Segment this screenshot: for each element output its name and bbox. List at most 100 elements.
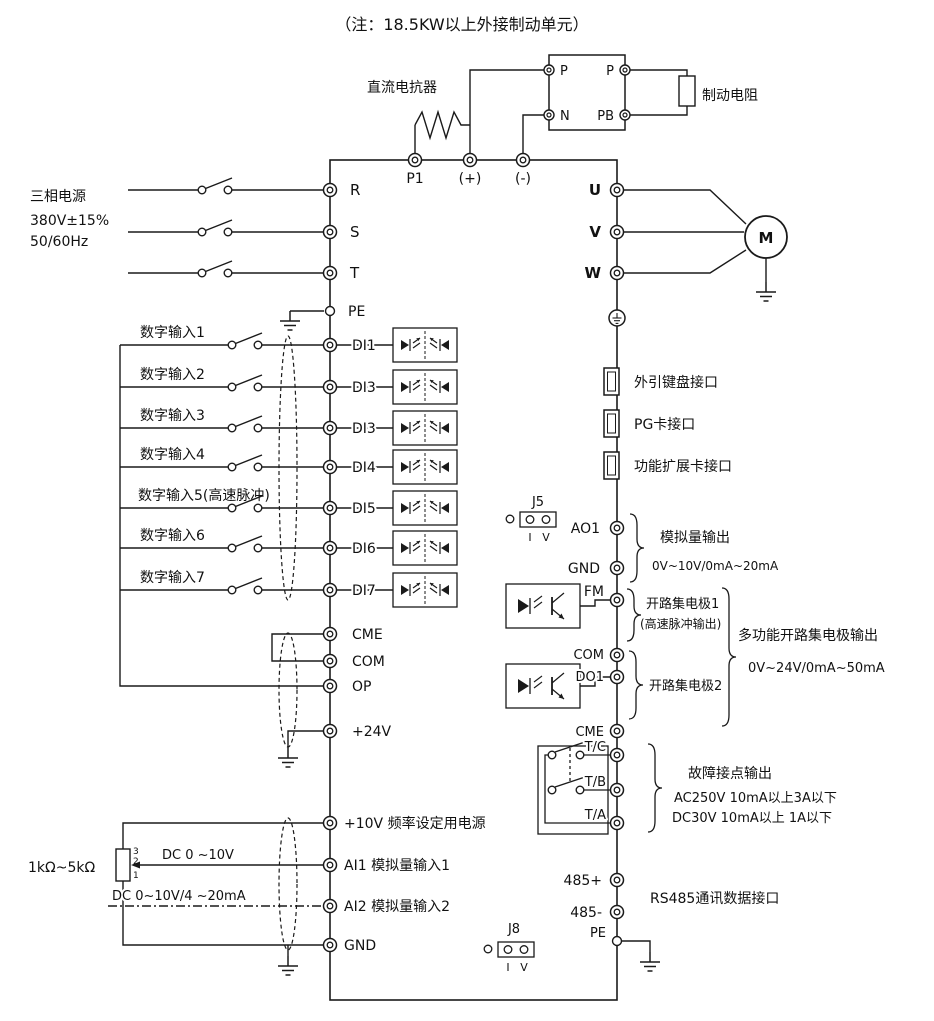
terminal-label-u: U	[589, 181, 601, 199]
wire-cme-com	[271, 633, 323, 662]
terminal-label-di2: DI3	[352, 380, 376, 396]
relay-contact-1b	[575, 750, 585, 760]
shield-analog-inputs	[278, 817, 298, 951]
wire-minus-to-brake	[522, 114, 544, 153]
label-minus: (-)	[515, 171, 531, 187]
wires	[108, 69, 767, 956]
pot-pin-3: 3	[133, 847, 139, 857]
terminal-brake-pb	[619, 109, 631, 121]
label-j8-v: V	[520, 961, 528, 974]
switch-di3	[227, 415, 263, 433]
ground-motor-icon	[755, 281, 777, 302]
terminal-label-ai2: AI2 模拟量输入2	[344, 899, 450, 915]
terminal-label-di1: DI1	[352, 338, 376, 354]
label-brake-n: N	[560, 109, 570, 124]
relay-contact-2a	[547, 785, 557, 795]
terminal-pe-right	[611, 935, 623, 947]
label-p1: P1	[406, 171, 423, 187]
wire-u	[623, 189, 747, 225]
terminal-label-cme-left: CME	[352, 627, 383, 643]
terminal-label-gnd-right: GND	[568, 561, 600, 577]
terminal-label-pe-right: PE	[590, 926, 606, 941]
terminal-label-do1: DO1	[575, 670, 604, 685]
label-source-3: 50/60Hz	[30, 234, 88, 250]
terminal-ai1	[322, 857, 338, 873]
terminal-p1	[407, 152, 423, 168]
wire-pe-right	[621, 940, 651, 952]
terminal-minus	[515, 152, 531, 168]
pot-pin-1: 1	[133, 871, 139, 881]
terminal-ai2	[322, 898, 338, 914]
shield-digital-inputs	[278, 335, 298, 601]
cable-shields	[278, 335, 298, 951]
ground-24v-icon	[277, 747, 299, 768]
brake-resistor-symbol	[678, 75, 696, 107]
switch-di6	[227, 535, 263, 553]
terminal-485p	[609, 872, 625, 888]
opto-di4	[392, 449, 458, 485]
terminal-u	[609, 182, 625, 198]
switch-phase-t	[197, 260, 233, 278]
brake-unit-box	[548, 54, 626, 131]
terminal-do1	[609, 669, 625, 685]
opto-di5	[392, 490, 458, 526]
opto-di6	[392, 530, 458, 566]
label-dc-reactor: 直流电抗器	[367, 79, 437, 96]
note-text: （注：18.5KW以上外接制动单元）	[335, 15, 588, 34]
label-digital-input-6: 数字输入6	[140, 528, 205, 544]
terminal-fm	[609, 592, 625, 608]
label-brake-p-right: P	[606, 64, 614, 79]
wire-fm	[580, 599, 610, 607]
opto-do1-output	[505, 663, 581, 709]
terminal-ao1	[609, 520, 625, 536]
terminal-label-w: W	[584, 264, 601, 282]
terminal-label-di3: DI3	[352, 421, 376, 437]
label-j8: J8	[507, 922, 520, 937]
ai1-arrow-head	[131, 861, 140, 869]
relay-arm-1	[554, 741, 586, 753]
switch-di4	[227, 454, 263, 472]
opto-di7	[392, 572, 458, 608]
label-multi-oc-title: 多功能开路集电极输出	[738, 627, 878, 644]
terminal-label-com-left: COM	[352, 654, 385, 670]
brace-multi-oc	[721, 587, 737, 727]
label-ai1-source: DC 0 ~10V	[162, 848, 234, 863]
terminal-brake-n	[543, 109, 555, 121]
terminal-label-t: T	[349, 264, 360, 282]
text-labels: （注：18.5KW以上外接制动单元） 直流电抗器 P N P PB 制动电阻 P…	[28, 15, 885, 974]
terminal-t	[322, 265, 338, 281]
dc-reactor-coil	[414, 109, 470, 141]
label-j5-v: V	[542, 531, 550, 544]
terminal-di2	[322, 379, 338, 395]
motor-circle	[744, 215, 788, 259]
label-brake-resistor: 制动电阻	[702, 88, 758, 104]
opto-fm-output	[505, 583, 581, 629]
terminal-brake-p-right	[619, 64, 631, 76]
terminal-label-ao1: AO1	[571, 521, 600, 537]
wire-plus-to-brake	[469, 69, 544, 153]
switch-di7	[227, 577, 263, 595]
terminal-cme-right	[609, 723, 625, 739]
terminal-label-pe-left: PE	[348, 304, 365, 320]
brake-unit	[543, 54, 696, 131]
ground-analog-icon	[277, 955, 299, 976]
switch-phase-r	[197, 177, 233, 195]
terminal-label-tc: T/C	[584, 740, 606, 755]
terminal-label-gnd-left: GND	[344, 938, 376, 954]
terminal-label-v: V	[589, 223, 601, 241]
brace-analog-out	[629, 513, 645, 583]
braces	[626, 513, 737, 833]
motor-label: M	[759, 229, 774, 247]
label-analog-out-title: 模拟量输出	[660, 530, 730, 546]
terminal-label-fm: FM	[584, 584, 604, 600]
terminal-earth	[608, 309, 626, 327]
label-analog-out-range: 0V~10V/0mA~20mA	[652, 559, 779, 573]
terminal-label-di7: DI7	[352, 583, 376, 599]
jumper-j5	[505, 511, 557, 528]
relay-fault-output	[537, 741, 611, 835]
potentiometer	[115, 848, 131, 882]
ground-pe-left-icon	[279, 310, 301, 331]
jumper-j8	[483, 941, 535, 958]
terminal-com-left	[322, 653, 338, 669]
